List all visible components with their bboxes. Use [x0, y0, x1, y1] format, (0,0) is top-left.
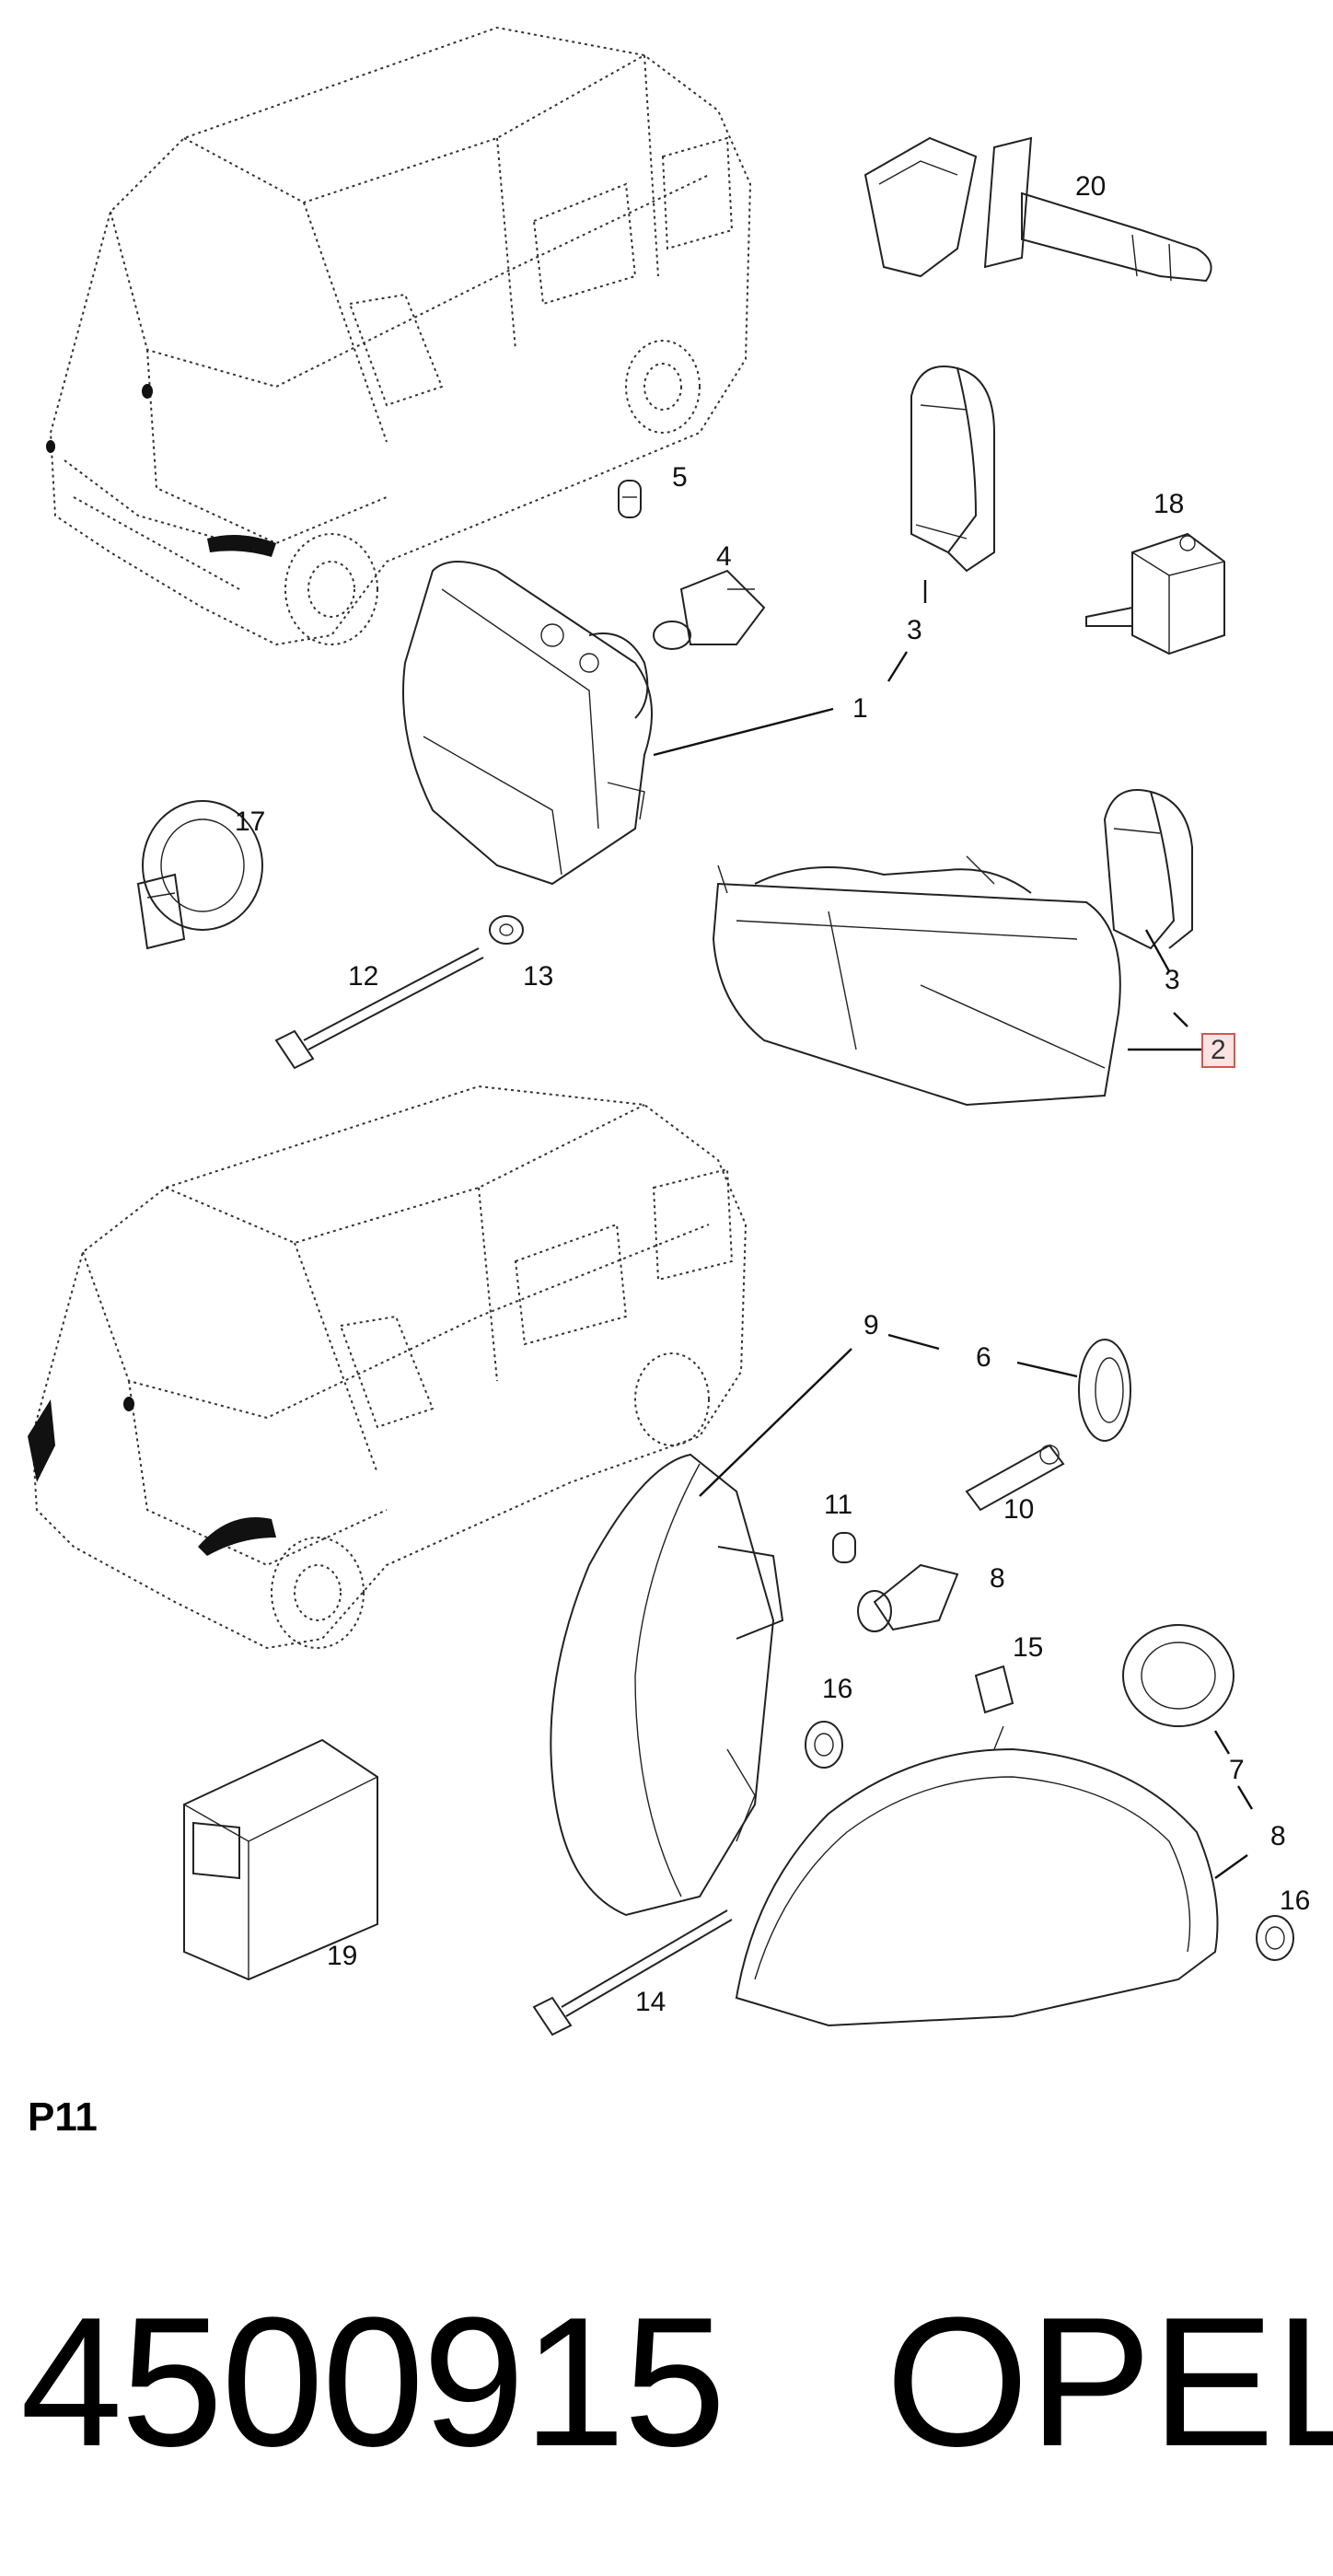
- bulb-part-10: [965, 1444, 1065, 1512]
- callout-13: 13: [523, 961, 554, 992]
- bulb-cover-ring-upper: [1078, 1339, 1131, 1442]
- leveling-motor-part: [1085, 532, 1225, 656]
- callout-3-upper: 3: [907, 615, 922, 645]
- bolt-part-12: [274, 947, 484, 1070]
- part-number: 4500915: [20, 2280, 726, 2485]
- headlamp-part-2: [712, 855, 1121, 1107]
- callout-2-highlighted[interactable]: 2: [1201, 1033, 1235, 1068]
- callout-16-right: 16: [1280, 1886, 1311, 1916]
- parts-diagram: [28, 26, 1294, 2036]
- callout-8-upper: 6: [976, 1342, 991, 1373]
- callout-3-lower: 3: [1165, 965, 1180, 995]
- headlamp-part-1: [402, 561, 653, 886]
- callout-10: 10: [1003, 1494, 1035, 1525]
- callout-9: 8: [990, 1563, 1005, 1594]
- washer-part-13: [489, 915, 524, 945]
- callout-8-lower: 7: [1229, 1755, 1245, 1785]
- brand-name: OPEL: [886, 2280, 1333, 2485]
- leader-lines: [653, 580, 1254, 1879]
- callout-7: 9: [864, 1310, 879, 1340]
- grommet-part-16-left: [805, 1721, 843, 1769]
- callout-17: 17: [235, 806, 266, 837]
- mounting-bracket-part-upper: [910, 366, 995, 573]
- callout-12: 12: [348, 961, 379, 992]
- van-illustration-top: [46, 26, 752, 646]
- bolt-part-14: [532, 1909, 733, 2036]
- van-illustration-bottom: [28, 1085, 748, 1650]
- bulb-part-5: [618, 480, 642, 518]
- callout-16-left: 16: [822, 1674, 853, 1704]
- callout-15: 15: [1013, 1632, 1044, 1663]
- grommet-part-16-right: [1256, 1915, 1294, 1961]
- callout-11: 11: [824, 1490, 853, 1520]
- callout-18: 18: [1153, 489, 1185, 519]
- callout-20: 20: [1075, 171, 1107, 202]
- page-code: P11: [28, 2094, 98, 2140]
- clip-part-15: [974, 1665, 1014, 1714]
- bulb-part-11: [832, 1532, 856, 1563]
- headlamp-part-6: [735, 1725, 1219, 2027]
- callout-4: 4: [716, 541, 732, 572]
- mounting-bracket-part-lower: [1103, 789, 1193, 950]
- combination-switch-part: [864, 136, 1212, 283]
- headlamp-part-7: [550, 1453, 784, 1917]
- callout-19: 19: [327, 1941, 358, 1971]
- callout-6: 8: [1270, 1821, 1286, 1851]
- bulb-holder-cap-part: [136, 800, 263, 950]
- callout-1: 1: [852, 693, 868, 724]
- bulb-part-4: [653, 569, 766, 650]
- callout-14: 14: [635, 1987, 666, 2017]
- bulb-cover-ring-lower: [1122, 1624, 1234, 1727]
- bulb-part-9: [857, 1563, 959, 1632]
- control-module-part-19: [183, 1738, 378, 1981]
- callout-5: 5: [672, 462, 688, 493]
